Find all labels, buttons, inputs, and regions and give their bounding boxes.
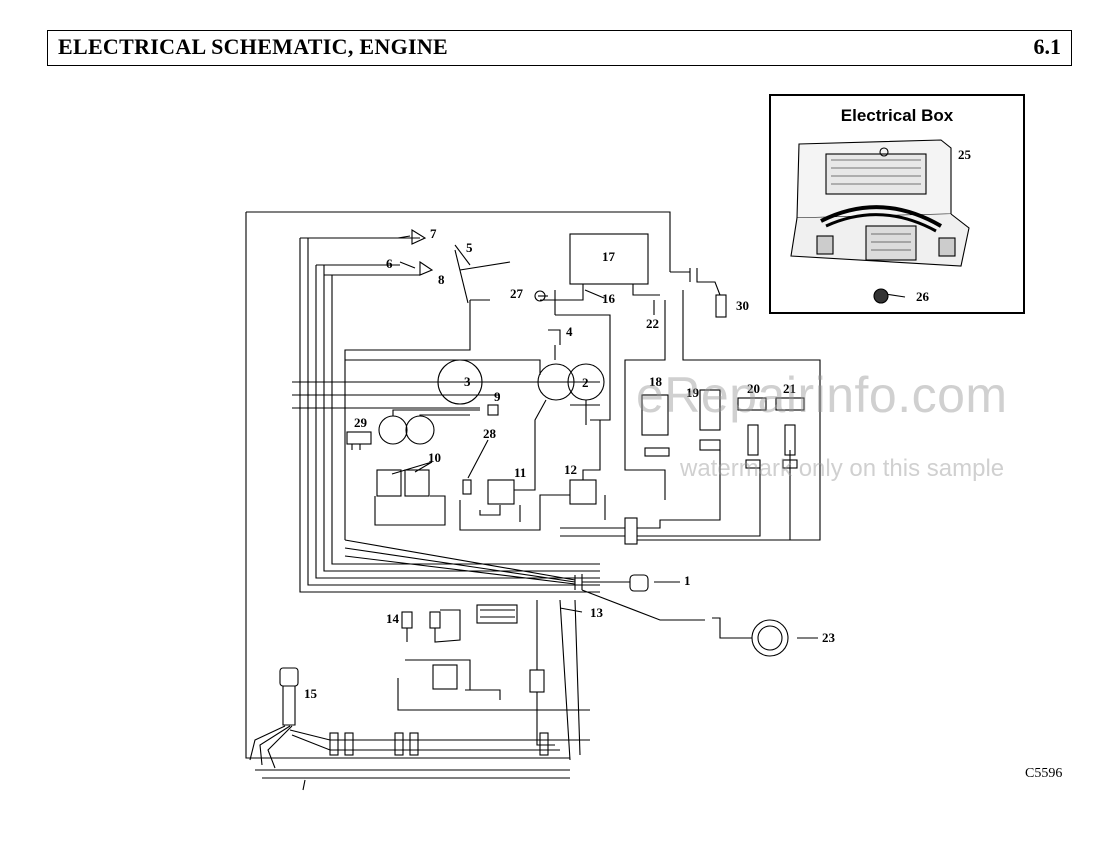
figure-code: C5596 bbox=[1025, 766, 1063, 781]
callout-5: 5 bbox=[466, 240, 473, 255]
callout-19: 19 bbox=[686, 385, 700, 400]
callout-20: 20 bbox=[747, 381, 760, 396]
callout-17: 17 bbox=[602, 249, 616, 264]
electrical-box-illustration bbox=[790, 139, 970, 304]
callout-3: 3 bbox=[464, 374, 471, 389]
callout-6: 6 bbox=[386, 256, 393, 271]
callout-30: 30 bbox=[736, 298, 749, 313]
callout-25: 25 bbox=[958, 147, 972, 162]
callout-2: 2 bbox=[582, 375, 589, 390]
callout-27: 27 bbox=[510, 286, 524, 301]
callout-11: 11 bbox=[514, 465, 526, 480]
page-title: ELECTRICAL SCHEMATIC, ENGINE bbox=[58, 34, 449, 59]
callout-8: 8 bbox=[438, 272, 445, 287]
callout-15: 15 bbox=[304, 686, 318, 701]
callout-12: 12 bbox=[564, 462, 577, 477]
inset-title: Electrical Box bbox=[840, 106, 954, 125]
electrical-box-inset: Electrical Box bbox=[769, 94, 1025, 314]
callout-13: 13 bbox=[590, 605, 604, 620]
callout-16: 16 bbox=[602, 291, 616, 306]
callout-4: 4 bbox=[566, 324, 573, 339]
callout-14: 14 bbox=[386, 611, 400, 626]
callout-22: 22 bbox=[646, 316, 659, 331]
section-number: 6.1 bbox=[1033, 34, 1062, 59]
callout-7: 7 bbox=[430, 226, 437, 241]
watermark-site: eRepairinfo.com bbox=[636, 367, 1008, 423]
callout-10: 10 bbox=[428, 450, 441, 465]
callout-9: 9 bbox=[494, 389, 501, 404]
watermark-note: watermark only on this sample bbox=[680, 455, 1005, 482]
page-header: ELECTRICAL SCHEMATIC, ENGINE 6.1 bbox=[47, 30, 1072, 66]
callout-18: 18 bbox=[649, 374, 663, 389]
callout-1: 1 bbox=[684, 573, 691, 588]
callout-28: 28 bbox=[483, 426, 497, 441]
callout-23: 23 bbox=[822, 630, 836, 645]
callout-29: 29 bbox=[354, 415, 368, 430]
callout-26: 26 bbox=[916, 289, 930, 304]
callout-21: 21 bbox=[783, 381, 796, 396]
